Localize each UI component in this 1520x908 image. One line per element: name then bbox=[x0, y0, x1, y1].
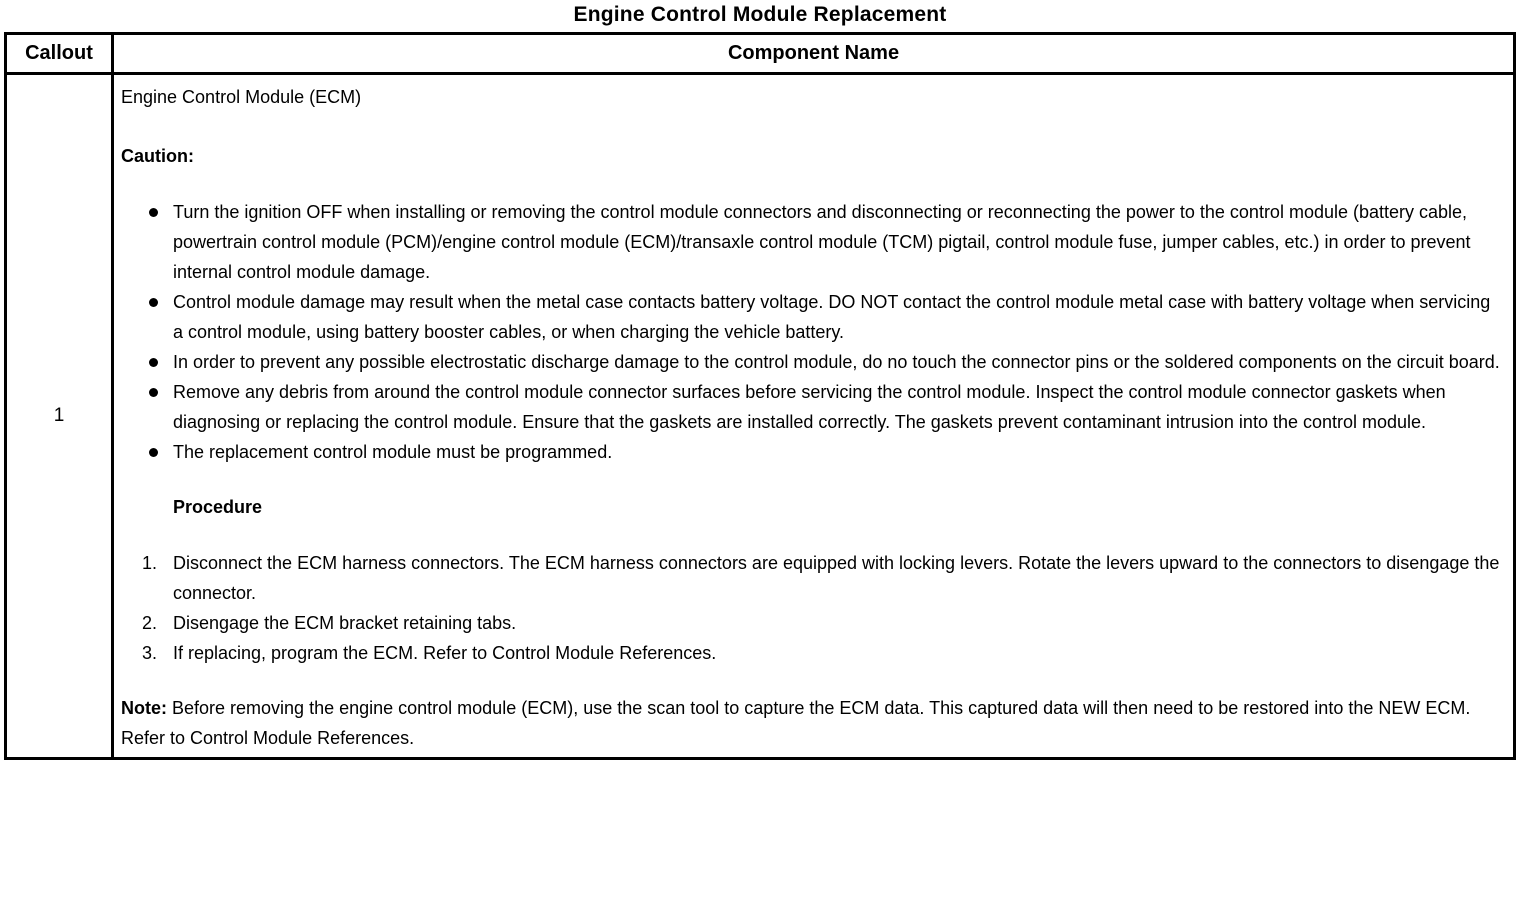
caution-item-text: Control module damage may result when th… bbox=[173, 292, 1491, 342]
page-title: Engine Control Module Replacement bbox=[573, 3, 947, 26]
step-number: 1. bbox=[142, 553, 158, 573]
list-item: In order to prevent any possible electro… bbox=[121, 347, 1505, 377]
header-row: Callout Component Name bbox=[4, 32, 1516, 75]
bullet-icon bbox=[149, 358, 158, 367]
caution-item-text: Remove any debris from around the contro… bbox=[173, 382, 1446, 432]
list-item: Turn the ignition OFF when installing or… bbox=[121, 197, 1505, 287]
caution-item-text: The replacement control module must be p… bbox=[173, 442, 613, 462]
caution-label: Caution: bbox=[121, 146, 194, 166]
list-item: 1. Disconnect the ECM harness connectors… bbox=[121, 548, 1505, 608]
list-item: 3. If replacing, program the ECM. Refer … bbox=[121, 638, 1505, 668]
component-table: Callout Component Name 1 Engine Control … bbox=[4, 32, 1516, 760]
list-item: The replacement control module must be p… bbox=[121, 437, 1505, 467]
step-text: If replacing, program the ECM. Refer to … bbox=[173, 643, 717, 663]
bullet-icon bbox=[149, 448, 158, 457]
list-item: Control module damage may result when th… bbox=[121, 287, 1505, 347]
caution-list: Turn the ignition OFF when installing or… bbox=[121, 197, 1505, 467]
bullet-icon bbox=[149, 388, 158, 397]
note-paragraph: Note:Before removing the engine control … bbox=[121, 693, 1505, 753]
bullet-icon bbox=[149, 298, 158, 307]
bullet-icon bbox=[149, 208, 158, 217]
list-item: 2. Disengage the ECM bracket retaining t… bbox=[121, 608, 1505, 638]
callout-column-header: Callout bbox=[4, 32, 114, 75]
component-name-column-header: Component Name bbox=[111, 32, 1516, 75]
note-text: Before removing the engine control modul… bbox=[121, 698, 1471, 748]
callout-cell: 1 bbox=[4, 72, 114, 760]
component-name-text: Engine Control Module (ECM) bbox=[121, 87, 362, 107]
procedure-list: 1. Disconnect the ECM harness connectors… bbox=[121, 548, 1505, 668]
step-text: Disengage the ECM bracket retaining tabs… bbox=[173, 613, 517, 633]
step-number: 3. bbox=[142, 643, 158, 663]
component-cell: Engine Control Module (ECM) Caution: Tur… bbox=[111, 72, 1516, 760]
caution-item-text: In order to prevent any possible electro… bbox=[173, 352, 1500, 372]
list-item: Remove any debris from around the contro… bbox=[121, 377, 1505, 437]
note-label: Note: bbox=[121, 698, 167, 718]
procedure-heading: Procedure bbox=[173, 497, 263, 517]
step-number: 2. bbox=[142, 613, 158, 633]
table-row: 1 Engine Control Module (ECM) Caution: T… bbox=[4, 72, 1516, 760]
step-text: Disconnect the ECM harness connectors. T… bbox=[173, 553, 1500, 603]
caution-item-text: Turn the ignition OFF when installing or… bbox=[173, 202, 1471, 282]
